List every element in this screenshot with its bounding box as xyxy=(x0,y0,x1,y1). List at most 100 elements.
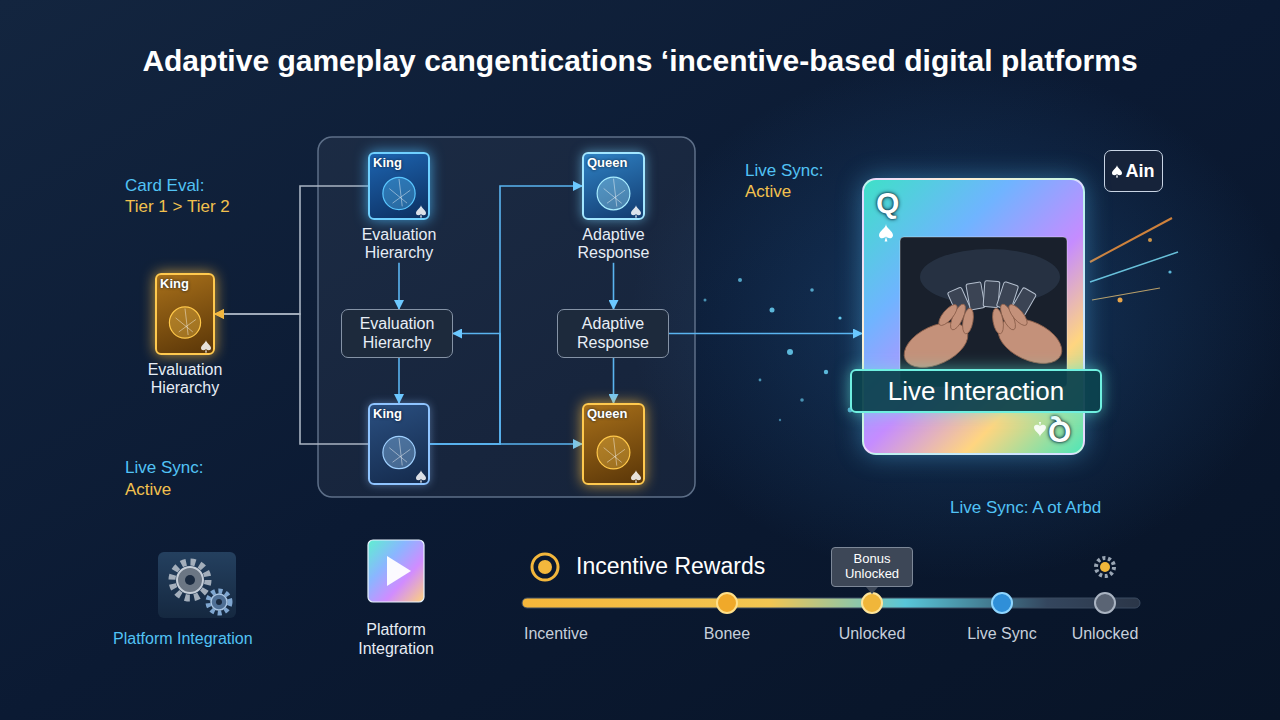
card-orb-line xyxy=(185,309,188,336)
card-orb-line xyxy=(614,179,617,207)
annotation-label: Card Eval: xyxy=(125,176,204,196)
box-text: Bonus Unlocked xyxy=(838,552,906,582)
card-orb-line xyxy=(614,438,617,466)
connector-arrow xyxy=(613,263,615,309)
annotation-label: Bonee xyxy=(704,624,750,643)
card-heading: Evaluation Hierarchy xyxy=(345,226,453,263)
particle xyxy=(759,379,762,382)
annotation-label: Live Sync: xyxy=(125,458,203,478)
box-text: Live Interaction xyxy=(888,376,1064,407)
particle xyxy=(810,288,814,292)
particle xyxy=(1168,270,1171,273)
annotation-label: Platform Integration xyxy=(113,629,253,648)
particle xyxy=(800,398,804,402)
text-block: Adaptive Response xyxy=(566,315,660,352)
gear-teeth xyxy=(1096,558,1114,576)
spade-symbol xyxy=(201,340,211,353)
gear-hole xyxy=(185,575,195,585)
card-rank: Q xyxy=(876,188,899,218)
card-rank: Queen xyxy=(587,155,627,170)
banner-box: Live Interaction xyxy=(850,369,1102,413)
playing-card: King xyxy=(368,403,430,485)
gear-hole xyxy=(216,599,222,605)
hands-photo xyxy=(897,237,1069,387)
spade-symbol xyxy=(416,205,426,218)
card-orb xyxy=(383,436,415,468)
process-box: Evaluation Hierarchy xyxy=(341,309,453,358)
spade-symbol xyxy=(879,224,893,242)
particle xyxy=(770,308,775,313)
annotation-label: Live Sync: A ot Arbd xyxy=(950,498,1101,518)
background-glow xyxy=(630,60,1280,580)
card-orb-line xyxy=(399,179,402,206)
card-heading: Evaluation Hierarchy xyxy=(131,361,239,398)
process-box: Adaptive Response xyxy=(557,309,669,358)
playing-card: KingEvaluation Hierarchy xyxy=(131,273,239,398)
play-triangle xyxy=(387,556,411,586)
particle xyxy=(824,370,828,374)
annotation-label: Active xyxy=(745,182,791,202)
card-badge: Ain xyxy=(1104,150,1163,192)
photo-hand xyxy=(1006,302,1030,328)
card-art xyxy=(864,180,1087,457)
card-orb xyxy=(383,177,415,209)
annotation-label: Unlocked xyxy=(1072,624,1139,643)
card-rank: Q xyxy=(1048,417,1071,447)
spade-symbol xyxy=(416,470,426,483)
text-block: Evaluation Hierarchy xyxy=(350,315,444,352)
playing-card: Queen xyxy=(582,403,645,485)
card-orb xyxy=(597,177,630,210)
gear-teeth xyxy=(172,562,208,598)
annotation-label: Incentive xyxy=(524,624,588,643)
particle xyxy=(704,299,707,302)
playing-card: QueenAdaptive Response xyxy=(560,152,668,263)
playing-card: KingEvaluation Hierarchy xyxy=(345,152,453,263)
card-orb xyxy=(169,307,200,338)
card-rank: Queen xyxy=(587,406,627,421)
gear-icon xyxy=(158,552,236,618)
particle xyxy=(738,278,742,282)
coin-core xyxy=(538,560,552,574)
progress-coin xyxy=(992,593,1012,613)
connectors xyxy=(215,186,862,444)
gear-body xyxy=(177,567,203,593)
photo-hand xyxy=(961,307,975,334)
card-orb-line xyxy=(389,189,407,204)
text-block: Live Interaction xyxy=(888,376,1064,407)
card-rank: King xyxy=(373,155,402,170)
card-orb-line xyxy=(604,189,622,204)
gear-body xyxy=(211,594,227,610)
progress-bar xyxy=(522,587,1140,613)
box-text: Evaluation Hierarchy xyxy=(350,315,444,352)
annotation-label: Live Sync: xyxy=(745,161,823,181)
feature-card: Q Q Live Interaction xyxy=(862,178,1085,455)
connector-arrow xyxy=(669,333,862,335)
photo-hand xyxy=(991,307,1005,334)
progress-coin xyxy=(717,593,737,613)
box-text: Ain xyxy=(1126,161,1155,182)
card-orb-line xyxy=(389,448,407,463)
text-block: Ain xyxy=(1112,161,1155,182)
icon-tile xyxy=(158,552,236,618)
annotation-label: Active xyxy=(125,480,171,500)
particle xyxy=(838,316,841,319)
diagram-title: Adaptive gameplay cangentications ‘incen… xyxy=(142,44,1137,78)
spade-symbol xyxy=(631,205,641,218)
particles xyxy=(704,238,1172,421)
spade-symbol xyxy=(1034,422,1046,437)
card-orb-line xyxy=(176,318,193,332)
annotation-label: Unlocked xyxy=(839,624,906,643)
photo-card xyxy=(966,282,985,310)
light-streak xyxy=(1092,288,1160,300)
card-rank: King xyxy=(160,276,189,291)
annotation-label: Tier 1 > Tier 2 xyxy=(125,197,230,217)
small-gear-icon xyxy=(1096,558,1114,576)
card-orb-line xyxy=(399,438,402,465)
card-orb xyxy=(597,436,630,469)
gear-core xyxy=(1100,562,1110,572)
spade-symbol xyxy=(1112,165,1123,178)
particle xyxy=(779,419,781,421)
progress-track xyxy=(522,598,1140,608)
